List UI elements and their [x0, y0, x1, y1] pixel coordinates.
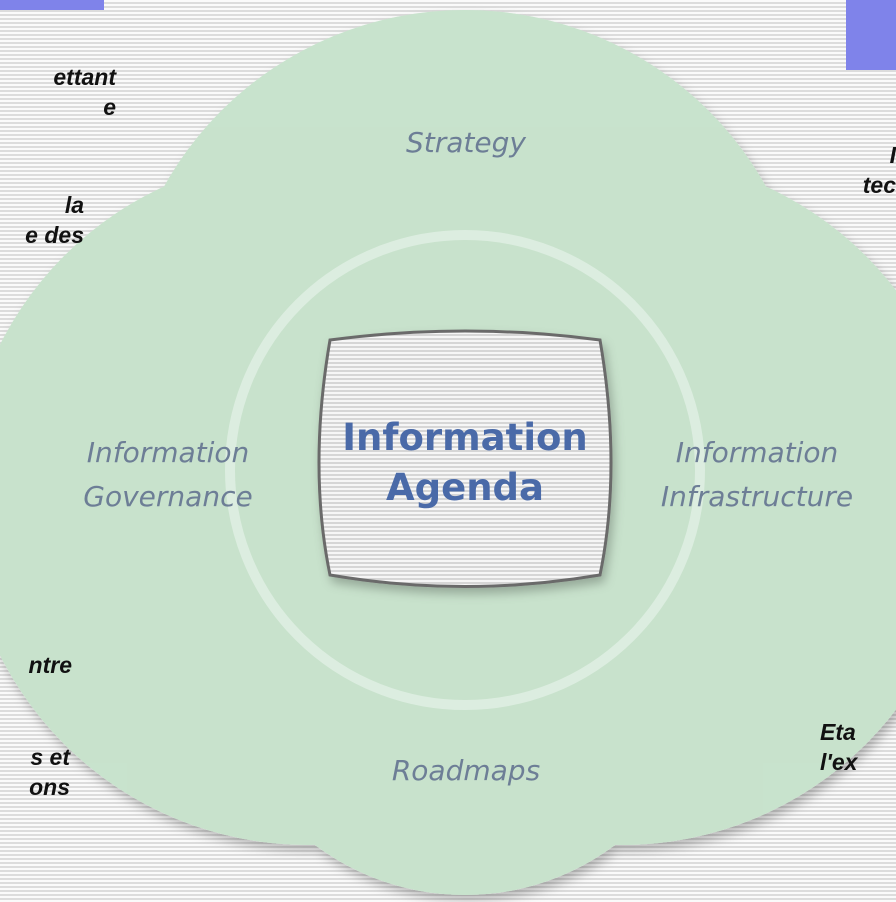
- side-text-left-1: ettant e: [53, 64, 116, 120]
- side-text-left-4: s et ons: [29, 744, 70, 800]
- inner-ring: [225, 230, 705, 710]
- label-infrastructure-line2: Infrastructure: [661, 480, 853, 513]
- side-text-left-3: ntre: [28, 652, 72, 678]
- center-title-line2: Agenda: [386, 466, 544, 509]
- accent-block-top-right: [846, 0, 896, 70]
- side-text-left-2: la e des: [25, 192, 84, 248]
- accent-block-top-left: [0, 0, 104, 10]
- label-infrastructure-line1: Information: [676, 436, 839, 469]
- side-text-right-1: I tec: [862, 142, 896, 198]
- label-strategy: Strategy: [406, 126, 526, 159]
- label-roadmaps: Roadmaps: [392, 754, 540, 787]
- label-governance-line1: Information: [87, 436, 250, 469]
- label-governance-line2: Governance: [83, 480, 252, 513]
- side-text-right-2: Eta l'ex: [820, 719, 858, 775]
- center-box: [317, 329, 613, 588]
- center-title-line1: Information: [342, 416, 588, 459]
